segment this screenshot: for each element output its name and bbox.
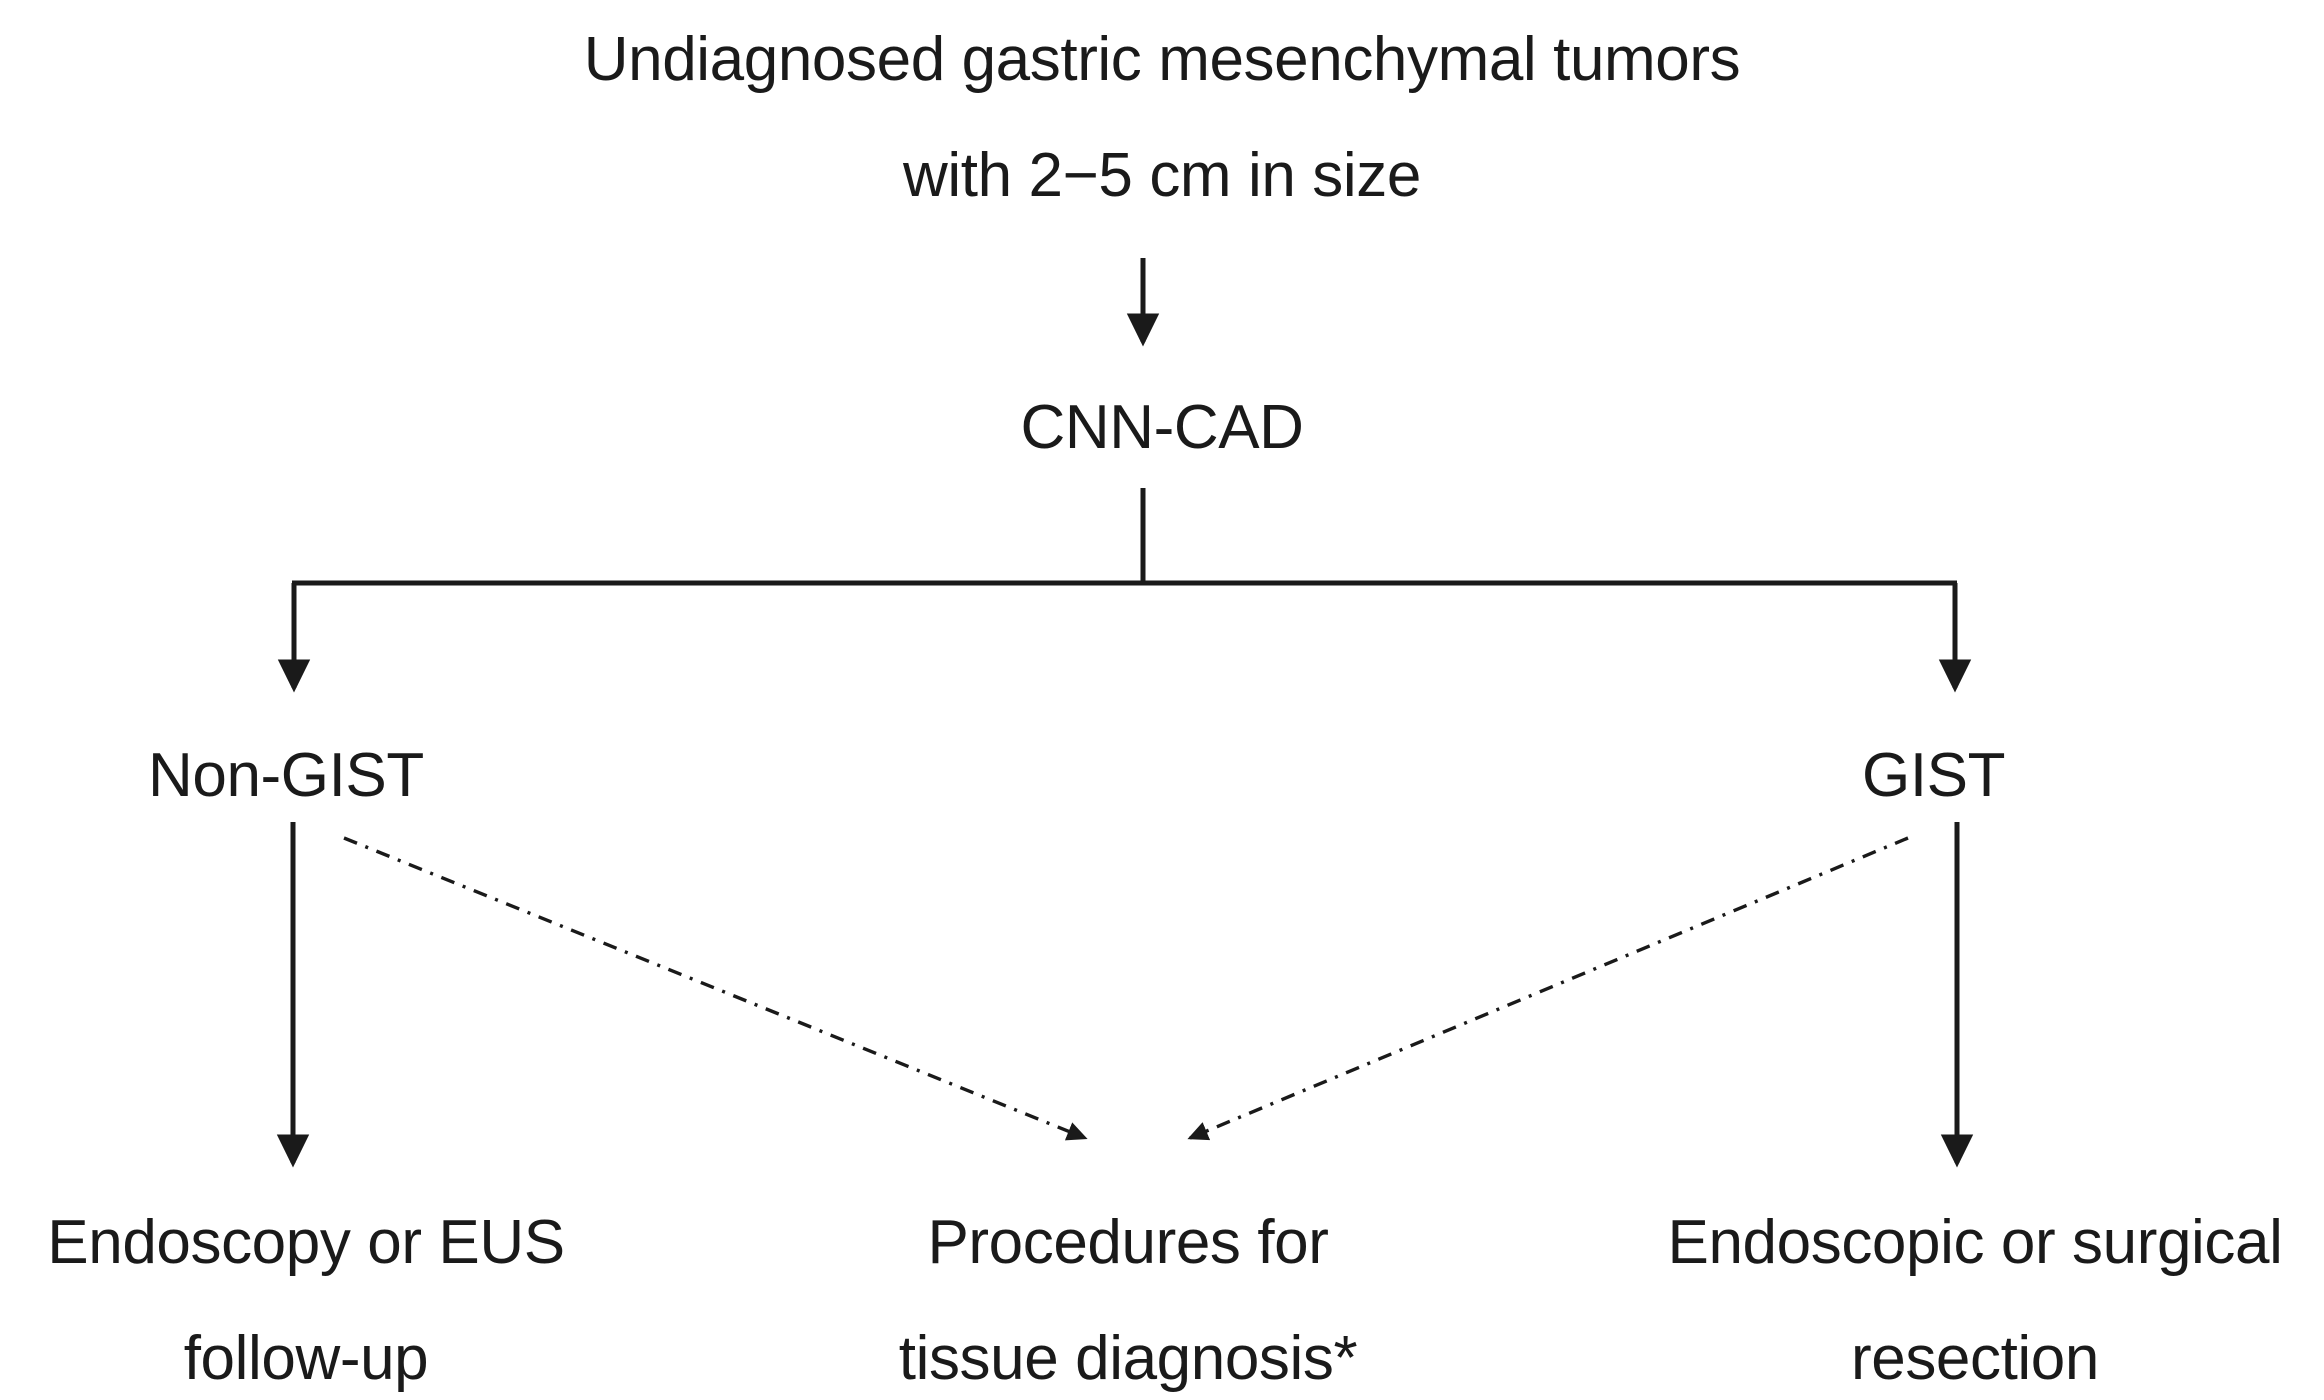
node-procedures-tissue-diagnosis-line1: Procedures for	[927, 1208, 1329, 1277]
node-endoscopy-eus-followup-line1: Endoscopy or EUS	[47, 1208, 565, 1277]
edge-gist-to-tissue	[1187, 836, 1909, 1141]
node-gist-label: GIST	[1862, 741, 2006, 810]
node-endoscopy-eus-followup: Endoscopy or EUS follow-up	[6, 1185, 606, 1400]
node-undiagnosed-tumors: Undiagnosed gastric mesenchymal tumors w…	[583, 2, 1741, 234]
edge-nongist-to-tissue	[343, 836, 1088, 1141]
node-procedures-tissue-diagnosis: Procedures for tissue diagnosis*	[872, 1185, 1384, 1400]
node-undiagnosed-tumors-line1: Undiagnosed gastric mesenchymal tumors	[583, 25, 1741, 94]
node-procedures-tissue-diagnosis-line2: tissue diagnosis*	[898, 1324, 1358, 1393]
node-cnn-cad-label: CNN-CAD	[1020, 393, 1304, 462]
node-undiagnosed-tumors-line2: with 2−5 cm in size	[903, 141, 1421, 210]
node-gist: GIST	[1862, 718, 2005, 834]
node-cnn-cad: CNN-CAD	[1020, 370, 1303, 486]
node-endoscopic-surgical-resection-line1: Endoscopic or surgical	[1667, 1208, 2283, 1277]
node-endoscopy-eus-followup-line2: follow-up	[183, 1324, 429, 1393]
node-endoscopic-surgical-resection: Endoscopic or surgical resection	[1630, 1185, 2320, 1400]
node-endoscopic-surgical-resection-line2: resection	[1851, 1324, 2099, 1393]
node-non-gist: Non-GIST	[148, 718, 424, 834]
node-non-gist-label: Non-GIST	[148, 741, 424, 810]
